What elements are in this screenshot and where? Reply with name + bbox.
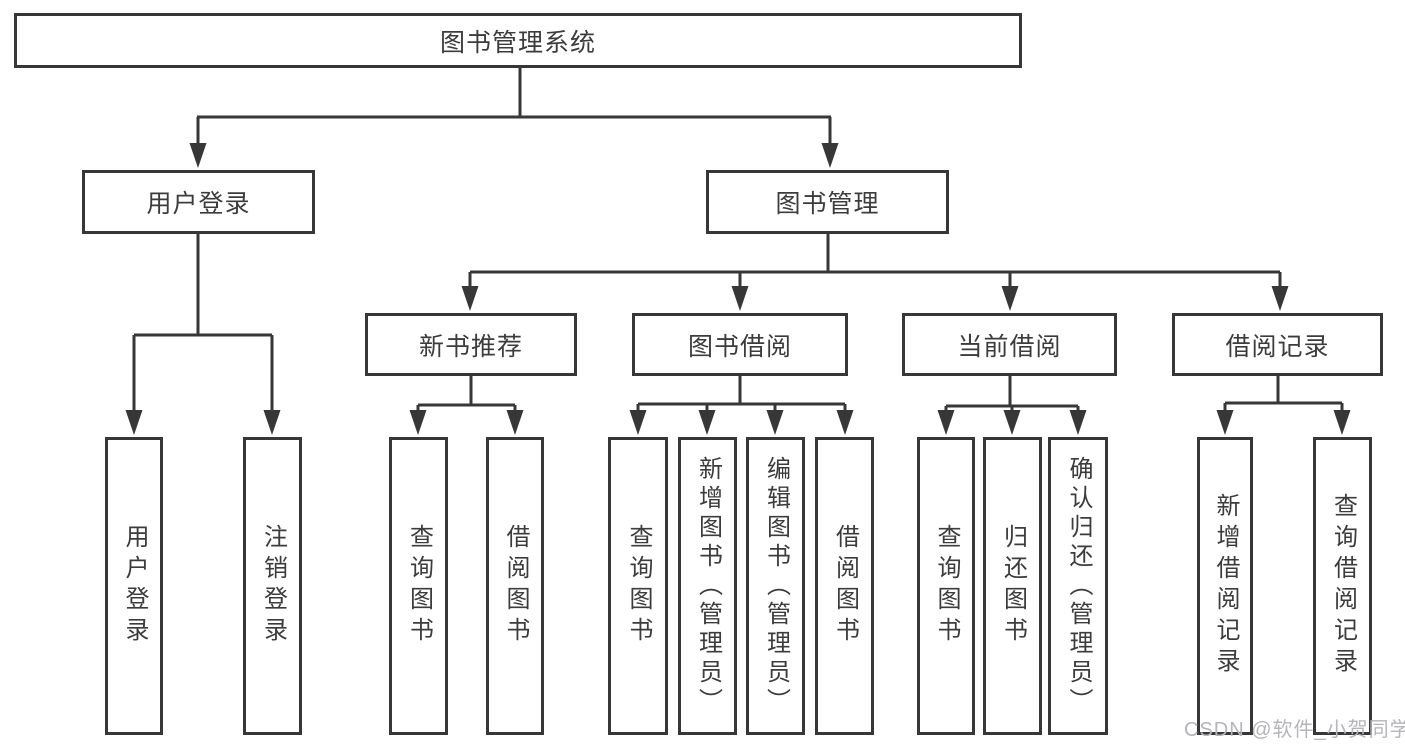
node-borrowing-records-label: 借阅记录 bbox=[1225, 332, 1330, 361]
node-new-book-recommend: 新书推荐 bbox=[365, 313, 577, 376]
node-borrowing-records: 借阅记录 bbox=[1172, 313, 1383, 376]
leaf-query-books-newbook-label: 查询图书 bbox=[405, 524, 433, 648]
leaf-borrow-books-newbook-label: 借阅图书 bbox=[502, 524, 529, 648]
node-current-borrowing: 当前借阅 bbox=[902, 313, 1117, 376]
leaf-query-books-borrowing-label: 查询图书 bbox=[625, 524, 652, 648]
node-current-borrowing-label: 当前借阅 bbox=[957, 332, 1062, 361]
node-book-management-label: 图书管理 bbox=[775, 190, 880, 218]
leaf-add-borrow-record: 新增借阅记录 bbox=[1197, 437, 1253, 735]
leaf-borrow-books-borrowing: 借阅图书 bbox=[815, 437, 874, 735]
leaf-user-login-label: 用户登录 bbox=[121, 524, 148, 648]
node-root-label: 图书管理系统 bbox=[439, 28, 596, 57]
leaf-confirm-return-admin: 确认归还（管理员） bbox=[1048, 437, 1108, 735]
node-book-borrowing: 图书借阅 bbox=[632, 313, 848, 376]
leaf-borrow-books-newbook: 借阅图书 bbox=[486, 437, 544, 735]
leaf-query-borrow-record-label: 查询借阅记录 bbox=[1329, 493, 1357, 679]
leaf-user-login: 用户登录 bbox=[105, 437, 163, 735]
leaf-confirm-return-admin-label: 确认归还（管理员） bbox=[1065, 455, 1092, 717]
leaf-return-books: 归还图书 bbox=[983, 437, 1042, 735]
leaf-logout-label: 注销登录 bbox=[259, 524, 287, 648]
leaf-return-books-label: 归还图书 bbox=[999, 524, 1027, 648]
leaf-edit-books-admin: 编辑图书（管理员） bbox=[746, 437, 805, 735]
leaf-query-borrow-record: 查询借阅记录 bbox=[1313, 437, 1372, 735]
leaf-query-books-current-label: 查询图书 bbox=[933, 524, 960, 648]
node-root: 图书管理系统 bbox=[14, 13, 1022, 68]
leaf-edit-books-admin-label: 编辑图书（管理员） bbox=[762, 455, 790, 717]
node-user-login-label: 用户登录 bbox=[146, 190, 251, 218]
leaf-query-books-borrowing: 查询图书 bbox=[608, 437, 668, 735]
leaf-add-borrow-record-label: 新增借阅记录 bbox=[1212, 493, 1239, 679]
leaf-add-books-admin-label: 新增图书（管理员） bbox=[694, 455, 722, 717]
node-book-management: 图书管理 bbox=[706, 170, 949, 234]
node-new-book-recommend-label: 新书推荐 bbox=[418, 332, 523, 361]
leaf-borrow-books-borrowing-label: 借阅图书 bbox=[831, 524, 859, 648]
leaf-query-books-newbook: 查询图书 bbox=[389, 437, 448, 735]
csdn-watermark: CSDN @软件_小贺同学 bbox=[1184, 719, 1405, 741]
node-user-login: 用户登录 bbox=[82, 170, 315, 234]
node-book-borrowing-label: 图书借阅 bbox=[687, 332, 792, 361]
leaf-logout: 注销登录 bbox=[243, 437, 302, 735]
leaf-add-books-admin: 新增图书（管理员） bbox=[678, 437, 737, 735]
leaf-query-books-current: 查询图书 bbox=[917, 437, 975, 735]
